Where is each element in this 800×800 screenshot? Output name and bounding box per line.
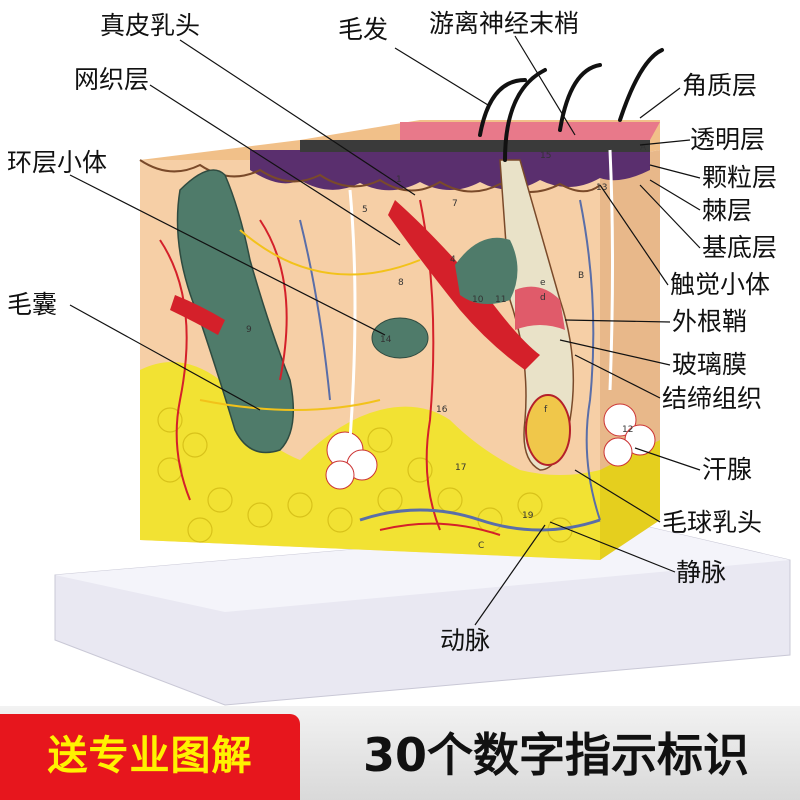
model-num-11: 11 [495,295,506,305]
model-num-e: e [540,278,546,288]
label-sweat-gland: 汗腺 [702,455,753,484]
model-num-B: B [578,271,584,281]
label-dermal-papilla: 真皮乳头 [100,11,201,40]
label-hair-follicle: 毛囊 [7,290,58,319]
model-num-C: C [478,541,484,551]
stratum-corneum-block [400,122,660,140]
label-stratum-granulosum: 颗粒层 [702,163,778,192]
model-num-10: 10 [472,295,484,305]
promo-banner-left-text: 送专业图解 [47,733,253,779]
label-reticular-layer: 网织层 [74,65,150,94]
promo-banner-right-text: 30个数字指示标识 [362,728,749,782]
model-num-9: 9 [246,325,252,335]
promo-banner-red-block [0,714,300,800]
label-free-nerve-endings: 游离神经末梢 [429,9,580,38]
model-num-19: 19 [522,511,534,521]
label-outer-root-sheath: 外根鞘 [672,307,748,336]
label-stratum-spinosum: 棘层 [702,196,753,225]
skin-model-illustration: 1 4 5 7 8 9 10 11 12 13 14 15 16 17 19 C… [54,35,791,706]
model-num-8: 8 [398,278,404,288]
model-num-16: 16 [436,405,448,415]
model-num-5: 5 [362,205,368,215]
leader-lines [69,35,701,626]
model-num-A: A [640,143,647,153]
label-hair: 毛发 [338,15,389,44]
model-num-15: 15 [540,151,551,161]
model-num-14: 14 [380,335,392,345]
model-num-1: 1 [396,175,402,185]
label-artery: 动脉 [440,626,491,655]
label-pacinian-corpuscle: 环层小体 [7,148,108,177]
label-stratum-basale: 基底层 [702,233,778,262]
label-hair-bulb-papilla: 毛球乳头 [662,508,763,537]
model-num-12: 12 [622,425,633,435]
label-vein: 静脉 [676,558,727,587]
epidermis-layer [250,150,650,191]
label-stratum-corneum: 角质层 [682,71,758,100]
label-glassy-membrane: 玻璃膜 [672,350,748,379]
label-meissner-corpuscle: 触觉小体 [670,270,771,299]
model-num-d: d [540,293,546,303]
label-stratum-lucidum: 透明层 [690,125,766,154]
model-num-7: 7 [452,199,458,209]
label-connective-tissue-sheath: 结缔组织 [662,384,763,413]
model-num-17: 17 [455,463,466,473]
model-num-f: f [544,405,548,415]
model-num-4: 4 [450,255,456,265]
